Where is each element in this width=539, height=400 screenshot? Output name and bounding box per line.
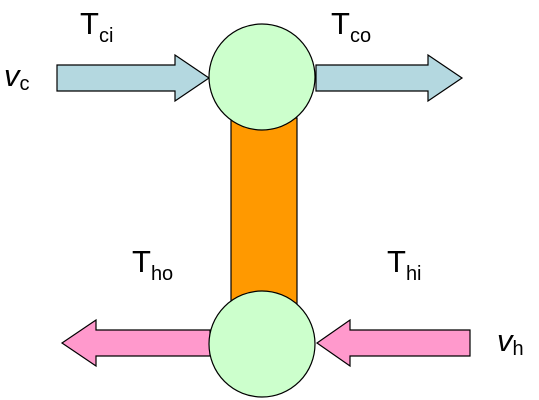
hot-outlet-arrow bbox=[60, 318, 211, 368]
exchanger-body bbox=[230, 117, 298, 309]
bottom-node-circle bbox=[208, 290, 316, 398]
t-ho-label: Tho bbox=[132, 244, 173, 285]
cold-inlet-arrow bbox=[56, 53, 211, 103]
top-node-circle bbox=[208, 23, 316, 131]
v-h-label: vh bbox=[497, 323, 524, 360]
v-c-label: vc bbox=[4, 58, 30, 95]
t-hi-label: Thi bbox=[387, 244, 422, 285]
hot-inlet-arrow bbox=[315, 318, 471, 368]
cold-outlet-arrow bbox=[315, 53, 464, 103]
t-co-label: Tco bbox=[331, 6, 371, 47]
t-ci-label: Tci bbox=[80, 6, 113, 47]
